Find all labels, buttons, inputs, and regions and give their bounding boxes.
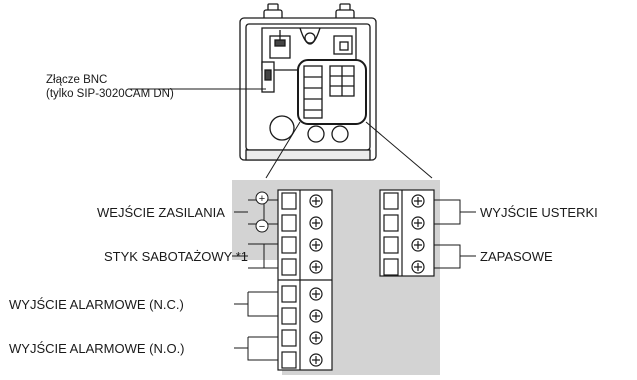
terminal-block-left (277, 189, 333, 371)
bnc-connector-label: Złącze BNC (46, 74, 108, 86)
spare-label: ZAPASOWE (480, 249, 553, 264)
brackets-right (434, 199, 476, 269)
device-housing (239, 3, 377, 161)
alarm-output-nc-label: WYJŚCIE ALARMOWE (N.C.) (9, 297, 184, 312)
power-input-label: WEJŚCIE ZASILANIA (97, 205, 225, 220)
minus-symbol: − (259, 221, 265, 233)
screw-terminals-left (309, 194, 323, 367)
minus-marker-circle (255, 219, 269, 233)
tamper-contact-label: STYK SABOTAŻOWY *1 (104, 249, 248, 264)
polarity-markers (255, 191, 269, 233)
callout-lines (128, 88, 433, 179)
fault-output-label: WYJŚCIE USTERKI (480, 205, 598, 220)
plus-symbol: + (259, 193, 265, 205)
plus-marker-circle (255, 191, 269, 205)
terminal-block-right (379, 189, 435, 277)
bnc-connector-note: (tylko SIP-3020CAM DN) (46, 88, 174, 100)
alarm-output-no-label: WYJŚCIE ALARMOWE (N.O.) (9, 341, 185, 356)
